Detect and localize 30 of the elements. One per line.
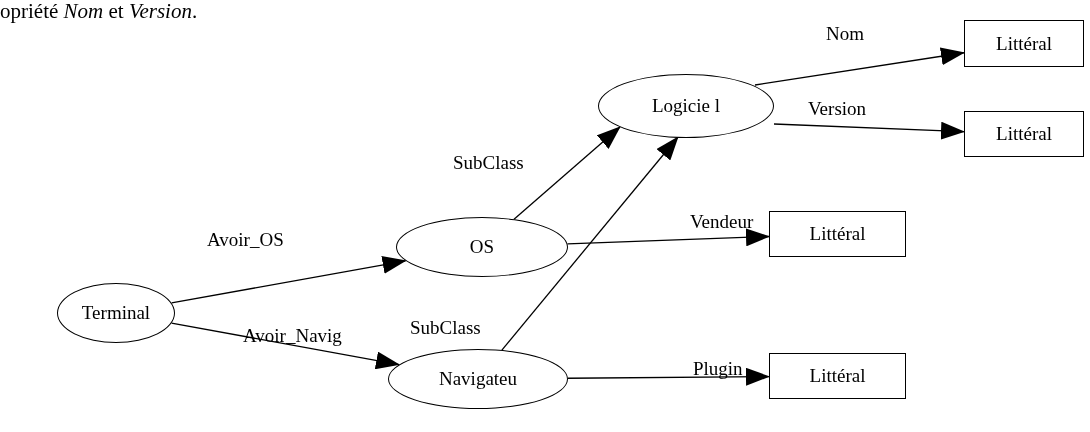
edge-label: Version [808, 99, 867, 119]
edge-label: Vendeur [690, 212, 754, 232]
edge-label: Nom [826, 24, 864, 44]
literal-box [769, 353, 906, 399]
node-label: Littéral [996, 124, 1052, 144]
class-ellipse [396, 217, 568, 277]
arrow [567, 367, 770, 386]
edge-label: Avoir_Navig [243, 326, 342, 346]
arrow [170, 256, 407, 304]
node-label: Logicie l [651, 96, 721, 116]
edge-label: Plugin [693, 359, 743, 379]
edge-label: SubClass [453, 153, 524, 173]
node-label: Terminal [81, 303, 151, 323]
edge-label: Avoir_OS [207, 230, 284, 250]
node-label: Littéral [809, 366, 866, 386]
arrow [754, 47, 965, 86]
node-label: Littéral [996, 33, 1052, 54]
arrow [773, 121, 965, 140]
literal-box [769, 211, 906, 257]
literal-box [964, 111, 1084, 157]
edge-label: SubClass [410, 318, 481, 338]
arrow [170, 322, 400, 370]
literal-box [964, 20, 1084, 67]
arrow [513, 126, 621, 220]
node-label: Littéral [809, 224, 866, 244]
caption-text: opriété Nom et Version. [0, 0, 198, 22]
node-label: Navigateu [438, 369, 518, 389]
arrow [501, 136, 679, 351]
node-label: OS [469, 237, 495, 257]
arrow [566, 228, 770, 247]
